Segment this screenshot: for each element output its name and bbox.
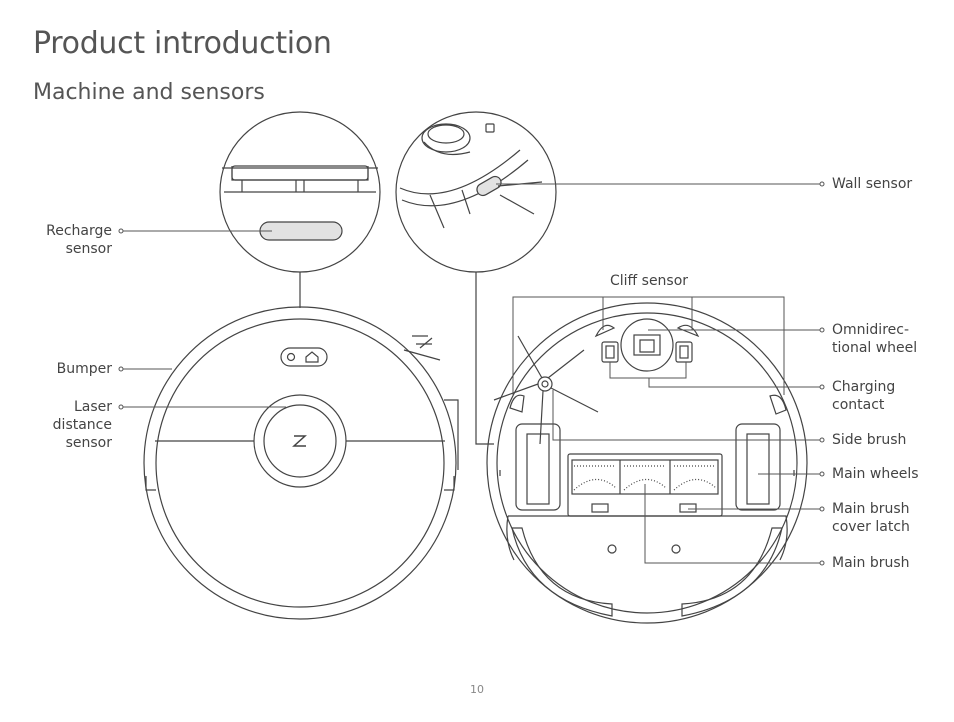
label-charging-contact: Charging contact bbox=[832, 379, 896, 413]
label-wall-sensor: Wall sensor bbox=[832, 176, 913, 192]
label-recharge-sensor: Recharge sensor bbox=[46, 223, 112, 257]
robot-bottom-view bbox=[486, 302, 808, 624]
robot-top-view bbox=[143, 306, 459, 620]
label-main-wheels: Main wheels bbox=[832, 466, 919, 482]
label-main-brush-cover-latch: Main brush cover latch bbox=[832, 501, 910, 535]
leader-lines bbox=[118, 181, 825, 566]
label-side-brush: Side brush bbox=[832, 432, 907, 448]
label-cliff-sensor: Cliff sensor bbox=[610, 273, 689, 289]
recharge-sensor-zoom bbox=[219, 111, 381, 308]
page-title: Product introduction bbox=[33, 26, 332, 61]
label-bumper: Bumper bbox=[56, 361, 112, 377]
wall-sensor-zoom bbox=[395, 111, 557, 445]
label-omnidirectional-wheel: Omnidirec- tional wheel bbox=[832, 322, 918, 356]
label-laser-distance-sensor: Laser distance sensor bbox=[52, 399, 112, 451]
page-subtitle: Machine and sensors bbox=[33, 80, 265, 105]
page-number: 10 bbox=[470, 683, 484, 696]
label-main-brush: Main brush bbox=[832, 555, 910, 571]
